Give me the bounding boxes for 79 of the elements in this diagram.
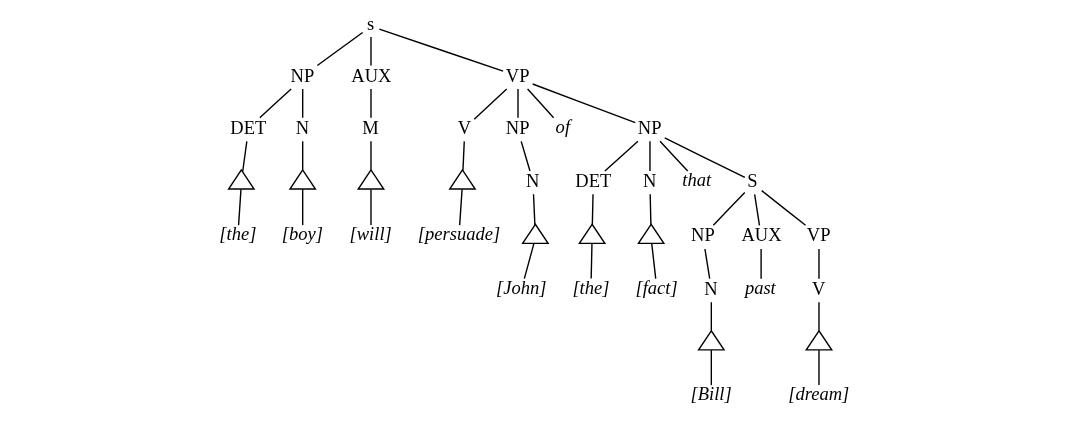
connector — [659, 140, 689, 172]
node-text: that — [682, 168, 712, 190]
node-text: [will] — [349, 222, 392, 244]
connector — [604, 140, 639, 172]
node-text: AUX — [351, 64, 392, 86]
node-text: [Bill] — [690, 382, 732, 404]
node-text: s — [366, 12, 375, 34]
node-text: N — [643, 169, 657, 191]
connector — [520, 140, 531, 172]
connector — [664, 136, 746, 178]
node-text: [fact] — [635, 276, 678, 298]
node-triangle — [448, 168, 477, 190]
connector — [590, 242, 593, 279]
node-text: [persuade] — [417, 222, 501, 244]
node-text: NP — [505, 116, 530, 138]
connector — [591, 193, 594, 225]
node-text: NP — [691, 223, 715, 245]
node-triangle — [804, 329, 833, 351]
node-text: [the] — [572, 276, 610, 298]
connector — [818, 348, 820, 386]
connector — [237, 188, 242, 226]
node-text: N — [295, 116, 310, 138]
node-text: M — [362, 116, 379, 138]
connector — [760, 189, 807, 226]
node-text: [dream] — [788, 382, 850, 404]
node-triangle — [697, 329, 726, 351]
node-triangle — [227, 168, 256, 190]
node-triangle — [637, 222, 666, 244]
connector — [370, 87, 372, 118]
node-text: S — [747, 169, 758, 191]
connector — [532, 193, 536, 226]
connector — [753, 193, 761, 226]
connector — [302, 87, 304, 118]
node-text: [John] — [496, 276, 547, 298]
node-text: DET — [230, 116, 267, 138]
connector — [526, 87, 555, 118]
node-text: AUX — [741, 223, 782, 245]
connector — [531, 82, 636, 123]
connector — [710, 348, 712, 386]
connector — [818, 247, 820, 279]
connector — [704, 247, 711, 279]
connector — [378, 28, 504, 72]
node-text: [the] — [219, 222, 257, 244]
node-text: of — [555, 115, 571, 137]
node-text: N — [704, 277, 718, 299]
connector — [517, 87, 519, 118]
node-text: VP — [806, 223, 831, 245]
connector — [459, 188, 463, 226]
node-text: past — [744, 276, 776, 298]
connector — [370, 188, 372, 226]
node-text: NP — [637, 116, 662, 138]
node-text: VP — [505, 64, 530, 86]
connector — [523, 242, 535, 279]
connector — [316, 31, 364, 66]
node-text: V — [812, 277, 826, 299]
connector — [370, 35, 372, 66]
connector — [818, 301, 820, 331]
node-text: V — [457, 116, 472, 138]
node-triangle — [288, 168, 317, 190]
connector — [302, 188, 304, 226]
node-triangle — [578, 222, 607, 244]
node-text: N — [526, 169, 540, 191]
connector — [370, 140, 372, 170]
node-text: NP — [290, 64, 315, 86]
connector — [651, 242, 657, 279]
connector — [302, 140, 304, 170]
connector — [760, 247, 762, 279]
connector — [241, 140, 248, 172]
connector — [259, 87, 292, 118]
connector — [712, 191, 746, 226]
connector — [649, 193, 652, 225]
node-text: [boy] — [281, 222, 324, 244]
node-triangle — [521, 222, 550, 244]
connector — [462, 140, 465, 171]
connector — [649, 140, 651, 172]
node-triangle — [356, 168, 385, 190]
node-text: DET — [575, 169, 612, 191]
connector — [473, 87, 508, 120]
connector — [710, 301, 712, 331]
